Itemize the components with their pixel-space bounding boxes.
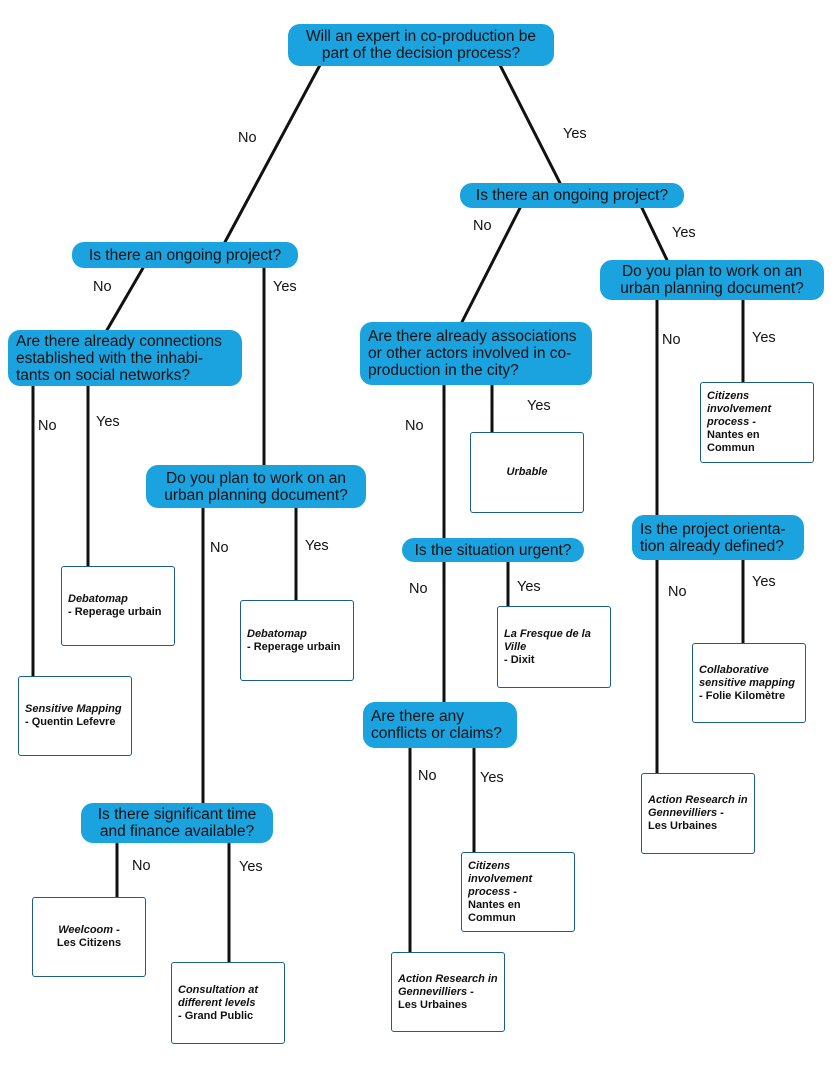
result-tool-name: Consultation at different levels — [178, 983, 259, 1009]
question-text: Are there already associations or other … — [368, 328, 577, 379]
result-tool-name: Collaborative sensitive mapping — [699, 663, 795, 689]
result-author: - Grand Public — [178, 1009, 254, 1022]
result-author: Les Citizens — [56, 937, 122, 949]
question-orientation: Is the project orienta-tion already defi… — [632, 515, 804, 560]
answer-no: No — [210, 540, 229, 556]
question-text: Are there already connections establishe… — [16, 332, 222, 384]
result-tool-name: Sensitive Mapping — [25, 703, 122, 715]
result-tool-name: Action Research in Gennevilliers - — [648, 794, 748, 819]
edge-ongoing-no-no — [105, 266, 145, 332]
question-text: Do you plan to work on an urban planning… — [620, 263, 804, 297]
result-citizens-involvement: Citizens involvement process - Nantes en… — [461, 852, 575, 932]
question-plan-document-right: Do you plan to work on an urban planning… — [600, 260, 824, 300]
result-author: - Folie Kilomètre — [699, 689, 786, 702]
result-la-fresque: La Fresque de la Ville - Dixit — [497, 606, 611, 688]
answer-no: No — [238, 130, 257, 146]
answer-no: No — [409, 581, 428, 597]
edge-expert-no — [223, 63, 322, 244]
result-author: Les Urbaines — [398, 998, 468, 1011]
edge-expert-yes — [498, 63, 562, 185]
answer-yes: Yes — [563, 126, 587, 142]
result-tool-name: Urbable — [506, 466, 548, 478]
question-text: Is the situation urgent? — [414, 541, 572, 559]
answer-no: No — [473, 218, 492, 234]
result-urbable: Urbable — [470, 432, 584, 513]
answer-yes: Yes — [527, 398, 551, 414]
result-tool-name: Debatomap — [68, 593, 128, 605]
question-text: Are there any conflicts or claims? — [371, 708, 502, 742]
result-tool-name: Citizens involvement process - — [707, 390, 772, 428]
question-connections: Are there already connections establishe… — [8, 330, 242, 386]
result-author: - Reperage urbain — [68, 606, 162, 618]
result-tool-name: Citizens involvement process - — [468, 859, 533, 898]
answer-yes: Yes — [305, 538, 329, 554]
question-associations: Are there already associations or other … — [360, 322, 592, 385]
answer-no: No — [418, 768, 437, 784]
result-author: Les Urbaines — [648, 820, 718, 832]
answer-yes: Yes — [480, 770, 504, 786]
question-text: Is there significant time and finance av… — [97, 806, 257, 840]
result-tool-name: La Fresque de la Ville — [504, 627, 591, 653]
answer-yes: Yes — [239, 859, 263, 875]
question-conflicts: Are there any conflicts or claims? — [363, 702, 517, 748]
result-author: - Quentin Lefevre — [25, 716, 116, 728]
answer-yes: Yes — [517, 579, 541, 595]
question-plan-document-left: Do you plan to work on an urban planning… — [146, 465, 366, 508]
answer-no: No — [668, 584, 687, 600]
question-ongoing-project-right: Is there an ongoing project? — [460, 183, 684, 208]
question-text: Will an expert in co-production be part … — [305, 28, 537, 62]
question-text: Is the project orienta-tion already defi… — [640, 520, 786, 555]
result-consultation: Consultation at different levels - Grand… — [171, 962, 285, 1044]
answer-no: No — [405, 418, 424, 434]
question-expert: Will an expert in co-production be part … — [288, 24, 554, 66]
edge-ongoing-yes-no — [460, 206, 522, 324]
question-text: Is there an ongoing project? — [88, 246, 282, 264]
result-weelcoom: Weelcoom - Les Citizens — [32, 897, 146, 977]
result-debatomap: Debatomap - Reperage urbain — [240, 600, 354, 681]
answer-no: No — [38, 418, 57, 434]
question-text: Do you plan to work on an urban planning… — [164, 469, 348, 504]
result-sensitive-mapping: Sensitive Mapping - Quentin Lefevre — [18, 676, 132, 756]
answer-yes: Yes — [672, 225, 696, 241]
result-tool-name: Action Research in Gennevilliers - — [398, 972, 498, 998]
result-tool-name: Weelcoom - — [58, 924, 120, 936]
answer-yes: Yes — [752, 574, 776, 590]
result-author: - Dixit — [504, 653, 535, 666]
question-ongoing-project-left: Is there an ongoing project? — [72, 242, 298, 268]
answer-yes: Yes — [273, 279, 297, 295]
question-time-finance: Is there significant time and finance av… — [81, 803, 273, 843]
result-author: - Reperage urbain — [247, 640, 341, 653]
result-author: Nantes en Commun — [468, 898, 521, 924]
answer-no: No — [662, 332, 681, 348]
result-citizens-involvement: Citizens involvement process - Nantes en… — [700, 382, 814, 463]
result-tool-name: Debatomap — [247, 627, 307, 640]
answer-no: No — [93, 279, 112, 295]
answer-yes: Yes — [752, 330, 776, 346]
result-author: Nantes en Commun — [707, 429, 760, 454]
result-action-research: Action Research in Gennevilliers - Les U… — [641, 773, 755, 854]
result-collaborative-mapping: Collaborative sensitive mapping - Folie … — [692, 643, 806, 723]
question-urgent: Is the situation urgent? — [402, 538, 584, 562]
question-text: Is there an ongoing project? — [475, 187, 669, 204]
result-action-research: Action Research in Gennevilliers - Les U… — [391, 952, 505, 1032]
answer-yes: Yes — [96, 414, 120, 430]
result-debatomap: Debatomap - Reperage urbain — [61, 566, 175, 646]
edge-ongoing-yes-yes — [640, 206, 669, 262]
answer-no: No — [132, 858, 151, 874]
